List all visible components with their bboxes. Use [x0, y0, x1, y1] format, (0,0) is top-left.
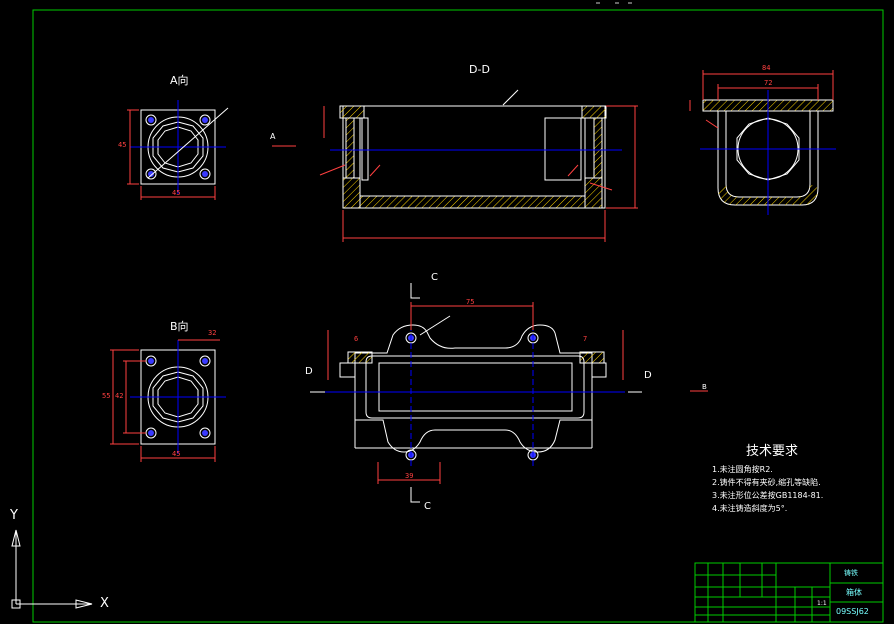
a-view-title: A向	[170, 74, 189, 87]
tech-note-4: 4.未注铸造斜度为5°.	[712, 504, 788, 513]
dd-section-title: D-D	[469, 63, 490, 76]
title-block-part-name: 箱体	[846, 588, 862, 597]
ucs-y-label: Y	[10, 508, 18, 523]
dim-b-height-outer: 55	[102, 392, 111, 400]
ucs-x-label: X	[100, 596, 109, 611]
section-mark-d-right: D	[644, 370, 652, 381]
section-mark-a: A	[270, 132, 276, 141]
section-mark-c-top: C	[431, 272, 438, 283]
drawing-frame	[32, 9, 884, 623]
b-view	[110, 339, 226, 462]
dim-bottom-span: 39	[405, 472, 414, 480]
tech-notes: 技术要求 1.未注圆角按R2. 2.铸件不得有夹砂,缩孔等缺陷. 3.未注形位公…	[712, 440, 823, 515]
dim-top-span: 75	[466, 298, 475, 306]
tech-note-3: 3.未注形位公差按GB1184-81.	[712, 491, 824, 500]
dim-b-offset: 32	[208, 329, 217, 337]
tech-notes-title: 技术要求	[746, 444, 799, 459]
dim-left-small: 6	[354, 335, 359, 343]
dim-right-outer: 84	[762, 64, 771, 72]
dim-a-width: 45	[172, 189, 181, 197]
section-mark-d-left: D	[305, 366, 313, 377]
title-block-material: 铸铁	[844, 569, 858, 577]
title-block-scale: 1:1	[817, 600, 827, 607]
ucs-icon	[11, 529, 93, 609]
dim-right-inner: 72	[764, 79, 773, 87]
section-mark-c-bottom: C	[424, 501, 431, 512]
top-view	[310, 283, 708, 503]
dd-section	[272, 89, 638, 242]
b-view-title: B向	[170, 320, 189, 333]
side-view	[689, 70, 836, 215]
tech-note-1: 1.未注圆角按R2.	[712, 465, 773, 474]
dim-a-height: 45	[118, 141, 127, 149]
title-block	[694, 562, 884, 623]
dim-b-width: 45	[172, 450, 181, 458]
section-mark-b: B	[702, 383, 707, 391]
dim-right-small: 7	[583, 335, 588, 343]
tech-note-2: 2.铸件不得有夹砂,缩孔等缺陷.	[712, 478, 821, 487]
dim-b-height-inner: 42	[115, 392, 124, 400]
a-view	[127, 100, 229, 200]
title-block-drawing-number: 09SSJ62	[836, 607, 869, 616]
